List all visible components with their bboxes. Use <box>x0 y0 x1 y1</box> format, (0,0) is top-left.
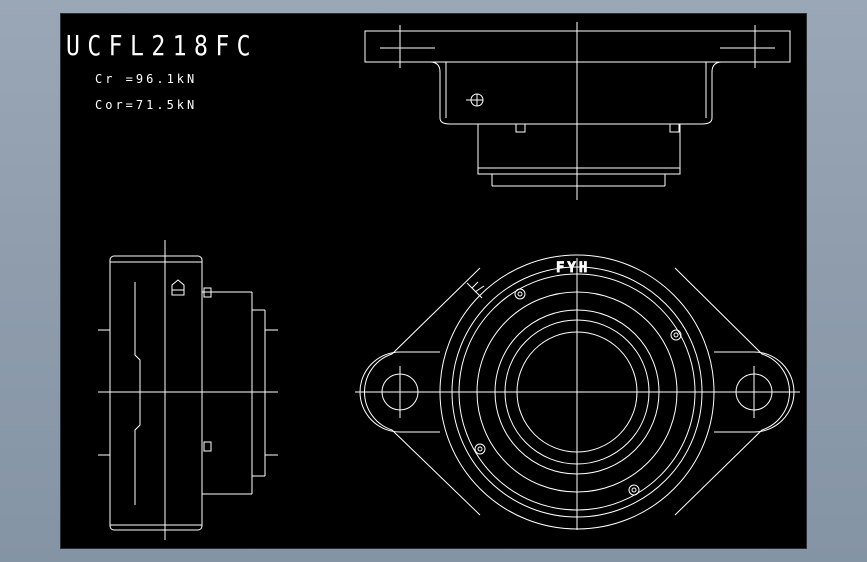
brand-mark: FYH <box>556 260 590 276</box>
cad-viewport[interactable]: UCFL218FC Cr =96.1kN Cor=71.5kN <box>60 13 807 549</box>
top-view <box>364 22 791 200</box>
static-load-rating: Cor=71.5kN <box>95 98 197 112</box>
technical-drawing: UCFL218FC Cr =96.1kN Cor=71.5kN <box>66 22 800 540</box>
dynamic-load-rating: Cr =96.1kN <box>95 72 197 86</box>
side-view <box>98 240 278 540</box>
model-title: UCFL218FC <box>66 29 258 62</box>
front-view <box>355 254 800 530</box>
